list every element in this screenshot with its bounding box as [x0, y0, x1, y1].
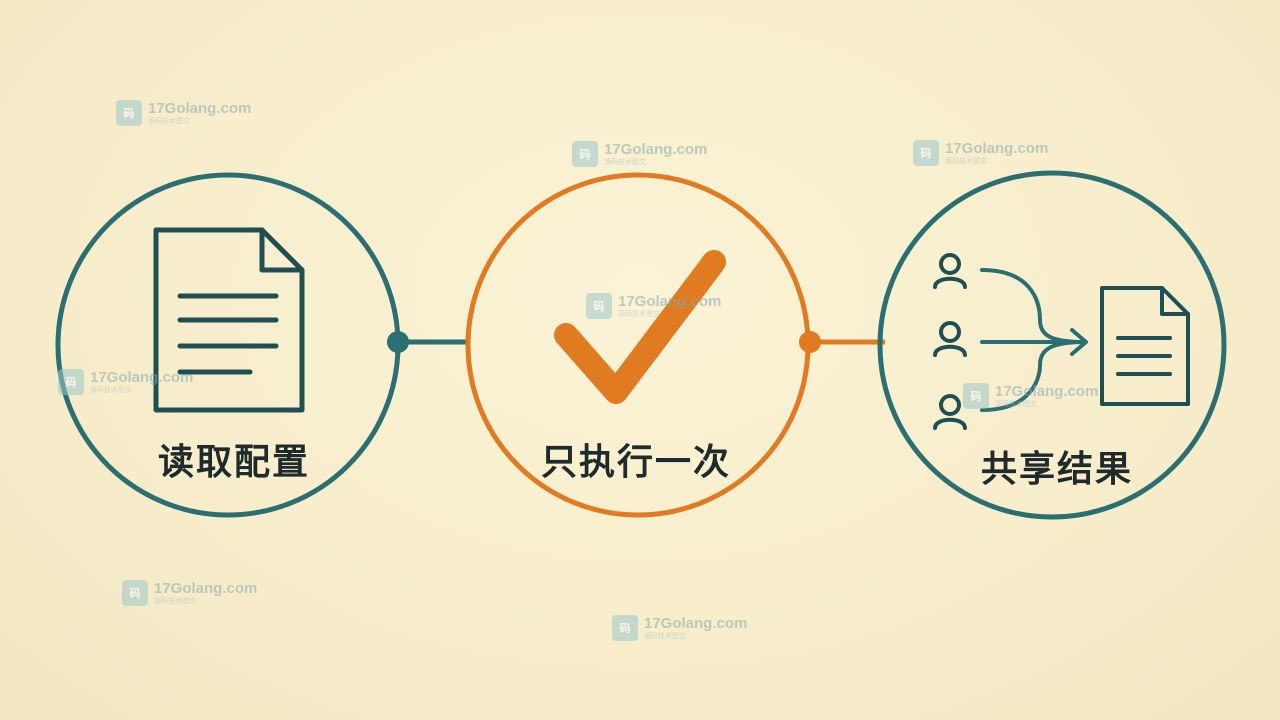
step-2-label: 只执行一次	[540, 442, 731, 483]
watermark-logo-icon: 码	[612, 615, 638, 641]
watermark-logo-icon: 码	[586, 293, 612, 319]
watermark-logo-icon: 码	[572, 141, 598, 167]
watermark-logo-icon: 码	[122, 580, 148, 606]
step-1-circle	[55, 172, 401, 518]
watermark-logo-icon: 码	[963, 383, 989, 409]
step-3-circle	[877, 170, 1227, 520]
user-icon	[933, 253, 967, 430]
step-2-circle	[465, 172, 811, 518]
arrow-lines	[980, 268, 1088, 412]
connector-2	[799, 331, 885, 353]
checkmark-icon	[554, 250, 726, 404]
users-to-document-icon	[933, 253, 1190, 430]
document-icon	[153, 227, 305, 413]
step-1-label: 读取配置	[157, 442, 310, 483]
watermark-logo-icon: 码	[913, 140, 939, 166]
watermark-logo-icon: 码	[58, 369, 84, 395]
watermark-logo-icon: 码	[116, 100, 142, 126]
result-document-icon	[1100, 286, 1190, 406]
step-3-label: 共享结果	[980, 449, 1133, 490]
